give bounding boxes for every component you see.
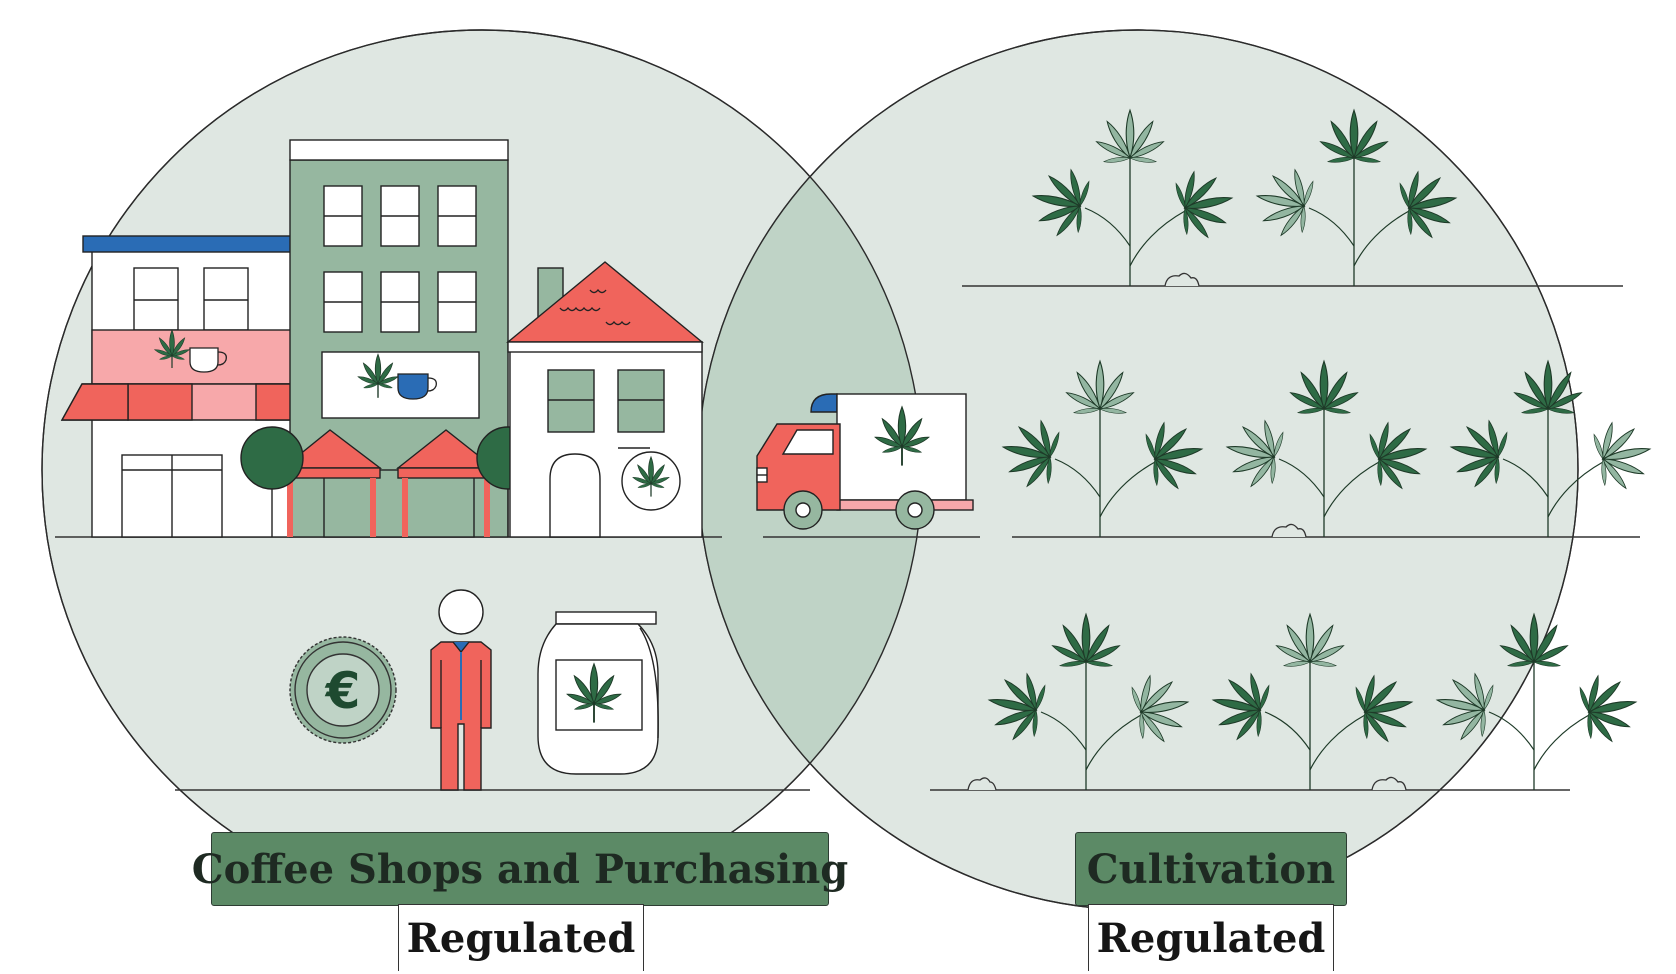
left-section-title-text: Coffee Shops and Purchasing [191, 845, 849, 893]
left-section-title: Coffee Shops and Purchasing [192, 832, 848, 906]
euro-symbol: € [325, 662, 361, 720]
plant [982, 614, 1195, 790]
plant [996, 361, 1209, 537]
right-section-status-text: Regulated [1096, 914, 1326, 962]
plant [1430, 614, 1643, 790]
left-section-status: Regulated [398, 904, 644, 971]
coffee-shop-building [60, 235, 322, 538]
euro-coin-icon [289, 636, 397, 744]
plant [1220, 361, 1433, 537]
left-section-status-text: Regulated [406, 914, 636, 962]
right-section-title-text: Cultivation [1086, 845, 1336, 893]
house-building [506, 261, 704, 538]
coffee-shop-sign [154, 330, 227, 373]
plant [1206, 614, 1419, 790]
apartment-sign [357, 354, 437, 400]
market-tents [281, 429, 497, 537]
right-section-status: Regulated [1088, 904, 1334, 971]
person-figure [430, 589, 492, 791]
plant [1026, 110, 1239, 286]
cannabis-plants [982, 110, 1657, 790]
ground-bumps [967, 272, 1407, 791]
plant [1250, 110, 1463, 286]
plant [1444, 361, 1657, 537]
right-section-title: Cultivation [1075, 832, 1347, 906]
